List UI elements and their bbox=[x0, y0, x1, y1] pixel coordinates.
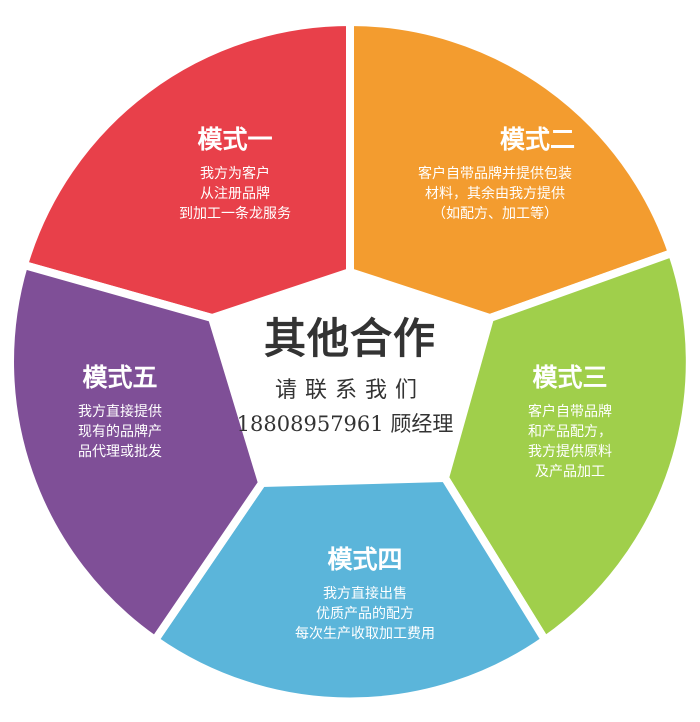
mode-desc: 我方直接提供 bbox=[78, 404, 162, 420]
mode-title: 模式一 bbox=[197, 125, 273, 154]
mode-2-label: 模式二 客户自带品牌并提供包装 材料，其余由我方提供 （如配方、加工等） bbox=[375, 120, 615, 224]
segment-mode-1 bbox=[19, 17, 354, 323]
center-panel: 其他合作 请联系我们 18808957961 顾经理 bbox=[230, 305, 470, 438]
mode-desc: 及产品加工 bbox=[535, 464, 605, 480]
mode-desc: 材料，其余由我方提供 bbox=[425, 186, 565, 202]
contact-info: 18808957961 顾经理 bbox=[236, 412, 454, 436]
mode-title: 模式四 bbox=[327, 545, 403, 574]
mode-5-label: 模式五 我方直接提供 现有的品牌产 品代理或批发 bbox=[55, 358, 185, 462]
mode-title: 模式五 bbox=[82, 363, 158, 392]
mode-desc: 现有的品牌产 bbox=[78, 424, 162, 440]
mode-desc: 品代理或批发 bbox=[78, 444, 162, 460]
mode-title: 模式三 bbox=[532, 363, 608, 392]
segment-mode-4 bbox=[149, 473, 551, 706]
mode-desc: 每次生产收取加工费用 bbox=[295, 626, 435, 642]
mode-desc: 客户自带品牌 bbox=[528, 404, 612, 420]
mode-desc: 客户自带品牌并提供包装 bbox=[418, 166, 572, 182]
mode-desc: 和产品配方， bbox=[528, 424, 612, 440]
segment-mode-3 bbox=[440, 247, 694, 646]
mode-1-label: 模式一 我方为客户 从注册品牌 到加工一条龙服务 bbox=[150, 120, 320, 224]
segment-mode-2 bbox=[346, 17, 678, 323]
mode-desc: 我方为客户 bbox=[200, 166, 270, 182]
center-subtitle: 请联系我们 bbox=[274, 378, 425, 403]
mode-desc: 我方提供原料 bbox=[528, 444, 612, 460]
mode-desc: 从注册品牌 bbox=[200, 186, 270, 202]
mode-title: 模式二 bbox=[499, 125, 575, 154]
mode-desc: 我方直接出售 bbox=[323, 586, 407, 602]
mode-desc: （如配方、加工等） bbox=[432, 206, 558, 222]
segment-mode-5 bbox=[6, 260, 267, 646]
mode-4-label: 模式四 我方直接出售 优质产品的配方 每次生产收取加工费用 bbox=[270, 540, 460, 644]
mode-desc: 优质产品的配方 bbox=[316, 606, 414, 622]
mode-3-label: 模式三 客户自带品牌 和产品配方， 我方提供原料 及产品加工 bbox=[500, 358, 640, 482]
center-title: 其他合作 bbox=[263, 314, 436, 363]
mode-desc: 到加工一条龙服务 bbox=[179, 206, 291, 222]
